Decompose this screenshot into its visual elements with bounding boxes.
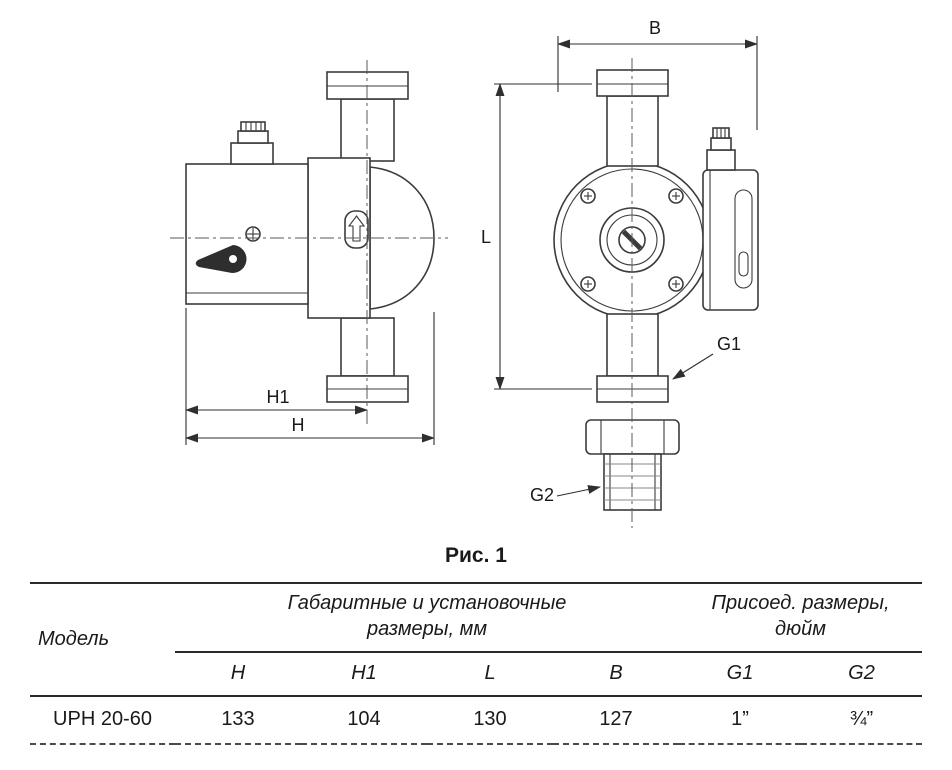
motor-body (185, 163, 309, 305)
leader-g2 (556, 485, 601, 497)
cell-g1: 1” (679, 695, 801, 745)
motor-cable-gland (230, 121, 274, 165)
dim-label-h: H (292, 415, 305, 435)
col-header-b: B (553, 651, 679, 697)
housing-screws (580, 188, 684, 292)
terminal-box-gland (706, 127, 736, 171)
cell-h1: 104 (301, 695, 427, 745)
table-group-header-row: Модель Габаритные и установочные размеры… (30, 583, 922, 697)
pump-technical-drawing: H1 H (170, 18, 759, 528)
cell-h: 133 (175, 695, 301, 745)
col-header-g2: G2 (801, 651, 922, 697)
screw-icon (245, 226, 261, 242)
col-header-h1: H1 (301, 651, 427, 697)
pump-side-view: H1 H (170, 60, 448, 445)
dim-label-b: B (649, 18, 661, 38)
col-header-h: H (175, 651, 301, 697)
cell-model: UPH 20-60 (30, 695, 175, 745)
dim-label-g1: G1 (717, 334, 741, 354)
dim-label-l: L (481, 227, 491, 247)
dim-label-h1: H1 (266, 387, 289, 407)
table-row: UPH 20-60 133 104 130 127 1” ¾” (30, 695, 922, 745)
pump-front-view: B L G1 G2 (481, 18, 759, 528)
col-header-g1: G1 (679, 651, 801, 697)
col-header-model: Модель (30, 583, 175, 697)
group-header-dimensions: Габаритные и установочные размеры, мм (175, 583, 679, 653)
flow-badge (344, 210, 369, 249)
leader-g1 (672, 353, 714, 380)
dim-label-g2: G2 (530, 485, 554, 505)
table-subheader-row: H H1 L B G1 G2 (30, 651, 922, 697)
figure-caption: Рис. 1 (445, 544, 507, 567)
dimensions-table: Модель Габаритные и установочные размеры… (30, 582, 922, 745)
speed-selector-knob (195, 245, 247, 274)
cell-g2: ¾” (801, 695, 922, 745)
group-header-connection: Присоед. размеры, дюйм (679, 583, 922, 653)
cell-l: 130 (427, 695, 553, 745)
cell-b: 127 (553, 695, 679, 745)
col-header-l: L (427, 651, 553, 697)
flow-arrow-icon (347, 215, 366, 242)
front-top-pipe (606, 95, 659, 167)
terminal-box (702, 169, 759, 311)
